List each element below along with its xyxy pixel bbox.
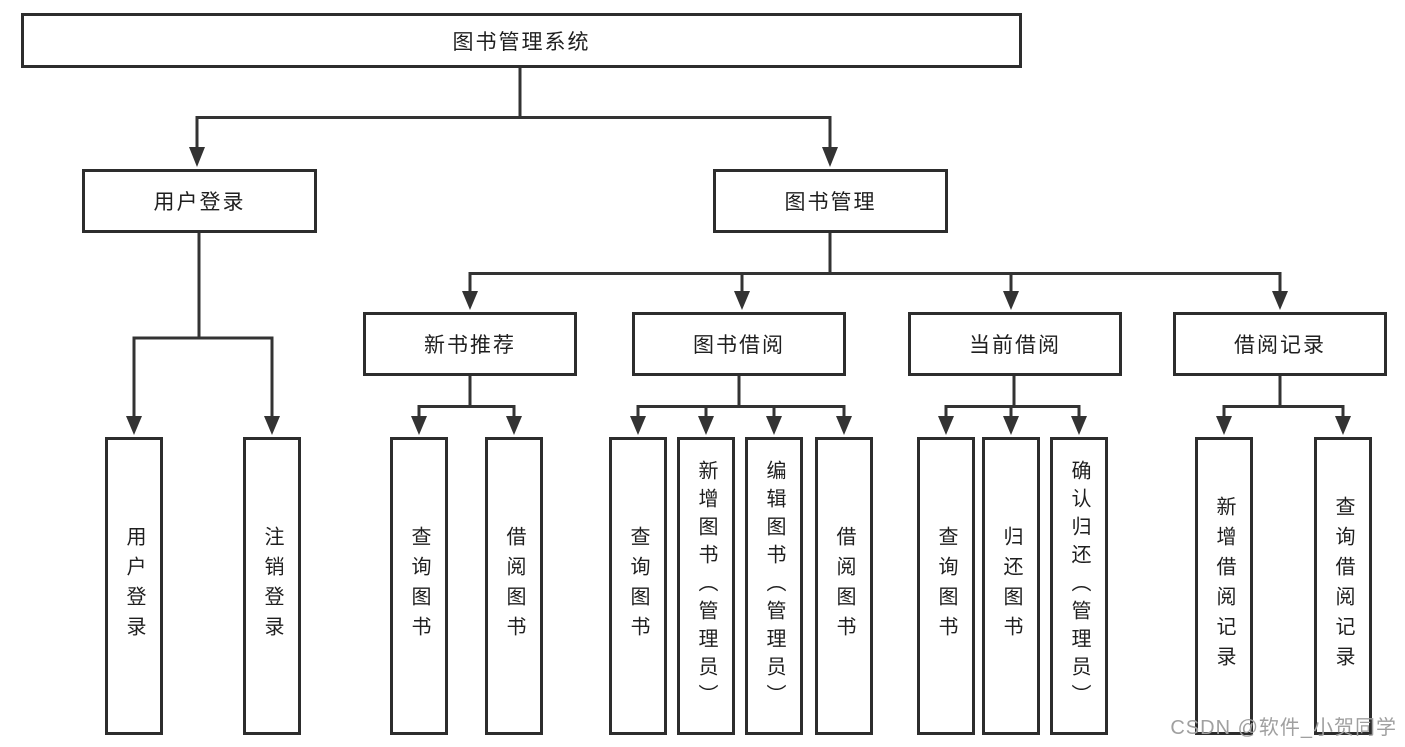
node-label: 查询图书 [627,526,649,646]
node-label: 查询图书 [408,526,430,646]
node-label: 新增借阅记录 [1213,496,1235,676]
node-root-system: 图书管理系统 [21,13,1022,68]
node-user-login: 用户登录 [82,169,317,233]
leaf-query-books-borrow: 查询图书 [609,437,667,735]
arrowhead-icons [126,147,1351,435]
node-label: 图书管理系统 [452,30,591,54]
leaf-borrow-books: 借阅图书 [815,437,873,735]
node-label: 借阅图书 [503,526,525,646]
node-new-book-recommend: 新书推荐 [363,312,577,376]
node-label: 查询图书 [935,526,957,646]
leaf-edit-books-admin: 编辑图书（管理员） [745,437,803,735]
node-label: 用户登录 [153,191,246,214]
node-label: 归还图书 [1000,526,1022,646]
node-label: 图书管理 [784,191,877,214]
node-label: 新书推荐 [424,334,516,357]
node-book-management: 图书管理 [713,169,948,233]
leaf-add-books-admin: 新增图书（管理员） [677,437,735,735]
node-label: 当前借阅 [969,334,1061,357]
node-label: 借阅图书 [833,526,855,646]
node-label: 查询借阅记录 [1332,496,1354,676]
node-book-borrow: 图书借阅 [632,312,846,376]
leaf-query-books-recommend: 查询图书 [390,437,448,735]
leaf-logout: 注销登录 [243,437,301,735]
watermark: CSDN @软件_小贺同学 [1170,717,1397,739]
node-borrow-record: 借阅记录 [1173,312,1387,376]
node-label: 新增图书（管理员） [695,460,717,712]
leaf-borrow-books-recommend: 借阅图书 [485,437,543,735]
leaf-query-books-current: 查询图书 [917,437,975,735]
leaf-user-login: 用户登录 [105,437,163,735]
node-label: 图书借阅 [693,334,785,357]
leaf-return-books: 归还图书 [982,437,1040,735]
node-label: 确认归还（管理员） [1068,460,1090,712]
leaf-add-borrow-record: 新增借阅记录 [1195,437,1253,735]
node-current-borrow: 当前借阅 [908,312,1122,376]
node-label: 用户登录 [123,526,145,646]
leaf-query-borrow-record: 查询借阅记录 [1314,437,1372,735]
leaf-confirm-return-admin: 确认归还（管理员） [1050,437,1108,735]
node-label: 借阅记录 [1234,334,1326,357]
node-label: 编辑图书（管理员） [763,460,785,712]
node-label: 注销登录 [261,526,283,646]
